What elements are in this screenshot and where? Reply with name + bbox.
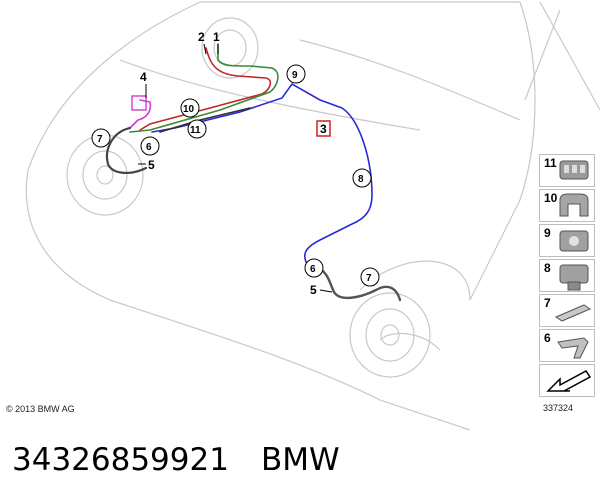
clip-11-icon (559, 160, 589, 180)
front-hose (105, 126, 148, 174)
bracket-7-icon (554, 304, 592, 322)
legend-item-9: 9 (539, 224, 595, 257)
brand-name: BMW (260, 442, 340, 478)
callout-3: 3 (320, 122, 327, 136)
car-body-outline (25, 1, 600, 431)
callout-8-circle (352, 168, 372, 188)
callout-6-rear-circle (304, 258, 324, 278)
callout-2: 2 (198, 30, 205, 44)
callouts: 2 1 4 10 11 7 6 5 9 3 8 6 (91, 30, 380, 297)
clip-8-icon (559, 264, 589, 291)
legend-item-11: 11 (539, 154, 595, 187)
callout-9: 9 (292, 70, 298, 81)
front-brake-disc (66, 134, 144, 216)
arrow-icon (546, 370, 592, 392)
legend-number: 6 (544, 331, 551, 345)
callout-6: 6 (146, 142, 152, 153)
legend-item-10: 10 (539, 189, 595, 222)
legend-number: 11 (544, 156, 557, 170)
callout-6-front-circle (140, 136, 160, 156)
callout-10: 10 (183, 104, 195, 115)
legend-item-7: 7 (539, 294, 595, 327)
line-blue (151, 82, 373, 273)
callout-1: 1 (213, 30, 220, 44)
line-red (139, 47, 272, 131)
legend-number: 10 (544, 191, 558, 205)
callout-10-circle (180, 98, 200, 118)
callout-6-rear: 6 (310, 264, 316, 275)
legend-number: 7 (544, 296, 551, 310)
callout-3-highlight (316, 120, 331, 137)
callout-9-circle (286, 64, 306, 84)
legend-number: 9 (544, 226, 551, 240)
legend-number: 8 (544, 261, 551, 275)
copyright-note: © 2013 BMW AG (6, 404, 75, 414)
legend-item-6: 6 (539, 329, 595, 362)
clip-9-icon (559, 230, 589, 252)
clip-10-icon (559, 193, 589, 217)
line-green (129, 43, 279, 133)
line-magenta (129, 99, 152, 129)
callout-11-circle (187, 119, 207, 139)
callout-7: 7 (97, 134, 103, 145)
rear-hose (316, 266, 402, 302)
callout-7-rear: 7 (366, 273, 372, 284)
callout-5: 5 (148, 158, 155, 172)
legend-arrow-cell (539, 364, 595, 397)
callout-11: 11 (190, 125, 201, 136)
legend-item-8: 8 (539, 259, 595, 292)
callout-8: 8 (358, 174, 364, 185)
callout-7-front-circle (91, 128, 111, 148)
callout-7-rear-circle (360, 267, 380, 287)
diagram-stage: 2 1 4 10 11 7 6 5 9 3 8 6 (25, 1, 600, 431)
part-caption: 34326859921 BMW (12, 442, 372, 478)
front-caliper-bracket (131, 84, 147, 111)
rear-brake-disc (349, 292, 431, 378)
brake-lines-diagram: 2 1 4 10 11 7 6 5 9 3 8 6 (25, 1, 600, 431)
figure-id: 337324 (543, 403, 574, 413)
callout-4: 4 (140, 70, 147, 84)
callout-5-rear: 5 (310, 283, 317, 297)
part-number: 34326859921 (12, 442, 229, 478)
brake-booster (201, 17, 259, 79)
bracket-6-icon (557, 337, 589, 359)
